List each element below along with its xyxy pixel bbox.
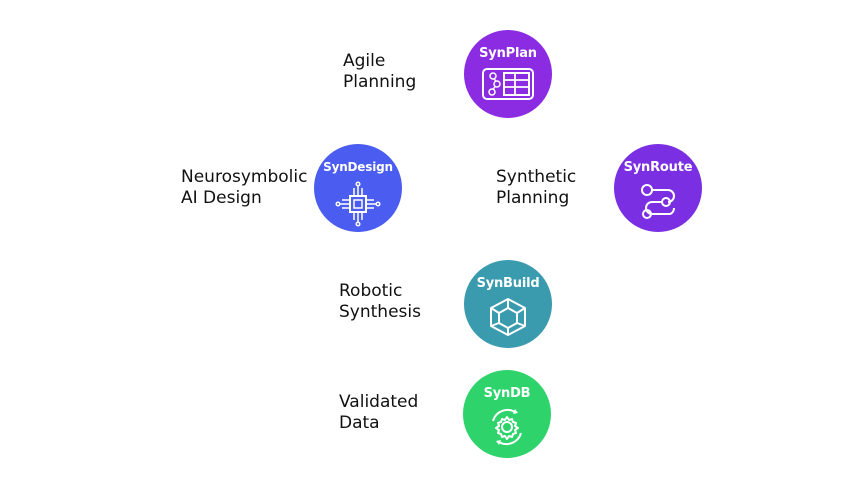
synbuild-title: SynBuild (476, 276, 540, 291)
cube-icon (490, 298, 526, 336)
label-line2: Planning (343, 72, 417, 92)
synplan-title: SynPlan (479, 46, 537, 61)
validated-data-label: Validated Data (339, 392, 418, 434)
chip-icon (335, 181, 381, 227)
grid-table-icon (482, 68, 534, 100)
synroute-node[interactable]: SynRoute (614, 144, 702, 232)
synroute-title: SynRoute (623, 160, 693, 175)
syndb-node[interactable]: SynDB (463, 370, 551, 458)
label-line2: Synthesis (339, 302, 421, 322)
gear-cycle-icon (492, 409, 522, 445)
synbuild-node[interactable]: SynBuild (464, 260, 552, 348)
agile-planning-label: Agile Planning (343, 51, 416, 93)
label-line2: AI Design (181, 188, 262, 208)
label-line1: Neurosymbolic (181, 167, 308, 187)
syndesign-node[interactable]: SynDesign (314, 144, 402, 232)
synplan-node[interactable]: SynPlan (464, 30, 552, 118)
robotic-synthesis-label: Robotic Synthesis (339, 281, 421, 323)
neurosymbolic-ai-design-label: Neurosymbolic AI Design (181, 167, 307, 209)
label-line1: Robotic (339, 281, 403, 301)
syndb-title: SynDB (483, 386, 531, 401)
label-line2: Planning (496, 188, 570, 208)
label-line2: Data (339, 413, 380, 433)
label-line1: Synthetic (496, 167, 577, 187)
synthetic-planning-label: Synthetic Planning (496, 167, 576, 209)
label-line1: Agile (343, 51, 386, 71)
route-icon (641, 184, 675, 219)
label-line1: Validated (339, 392, 419, 412)
syndesign-title: SynDesign (323, 160, 393, 174)
